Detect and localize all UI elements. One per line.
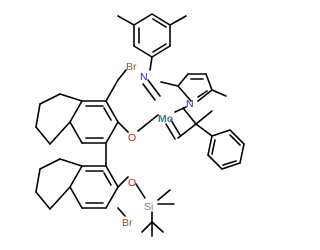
silyl-groups: [141, 189, 175, 237]
imido-aryl-ring: [117, 13, 187, 71]
molybdenum-label: Mo: [158, 113, 173, 125]
lower-cyclohexane-ring: [35, 158, 83, 210]
oxygen-label-top: O: [128, 132, 136, 144]
upper-cyclohexane-ring: [35, 93, 83, 145]
pyrrole-nitrogen-label: N: [186, 98, 194, 110]
alkylidene-group: [165, 107, 213, 140]
bromine-label-bottom: Br: [122, 217, 133, 229]
phenyl-ring: [207, 129, 245, 170]
imido-nitrogen-label: N: [140, 71, 148, 83]
molecular-structure: Br O O Si Br N N Mo: [35, 13, 245, 237]
binaphthyl-substituent-bonds: [117, 69, 159, 217]
imido-bond: [142, 79, 161, 101]
lower-aromatic-ring: [69, 142, 119, 209]
pyrrolide-ring: [160, 73, 227, 113]
oxygen-label-bottom: O: [128, 177, 136, 189]
silicon-label: Si: [144, 201, 153, 213]
atom-labels: Br O O Si Br N N Mo: [122, 61, 194, 229]
bromine-label-top: Br: [126, 61, 137, 73]
upper-aromatic-ring: [69, 79, 119, 144]
